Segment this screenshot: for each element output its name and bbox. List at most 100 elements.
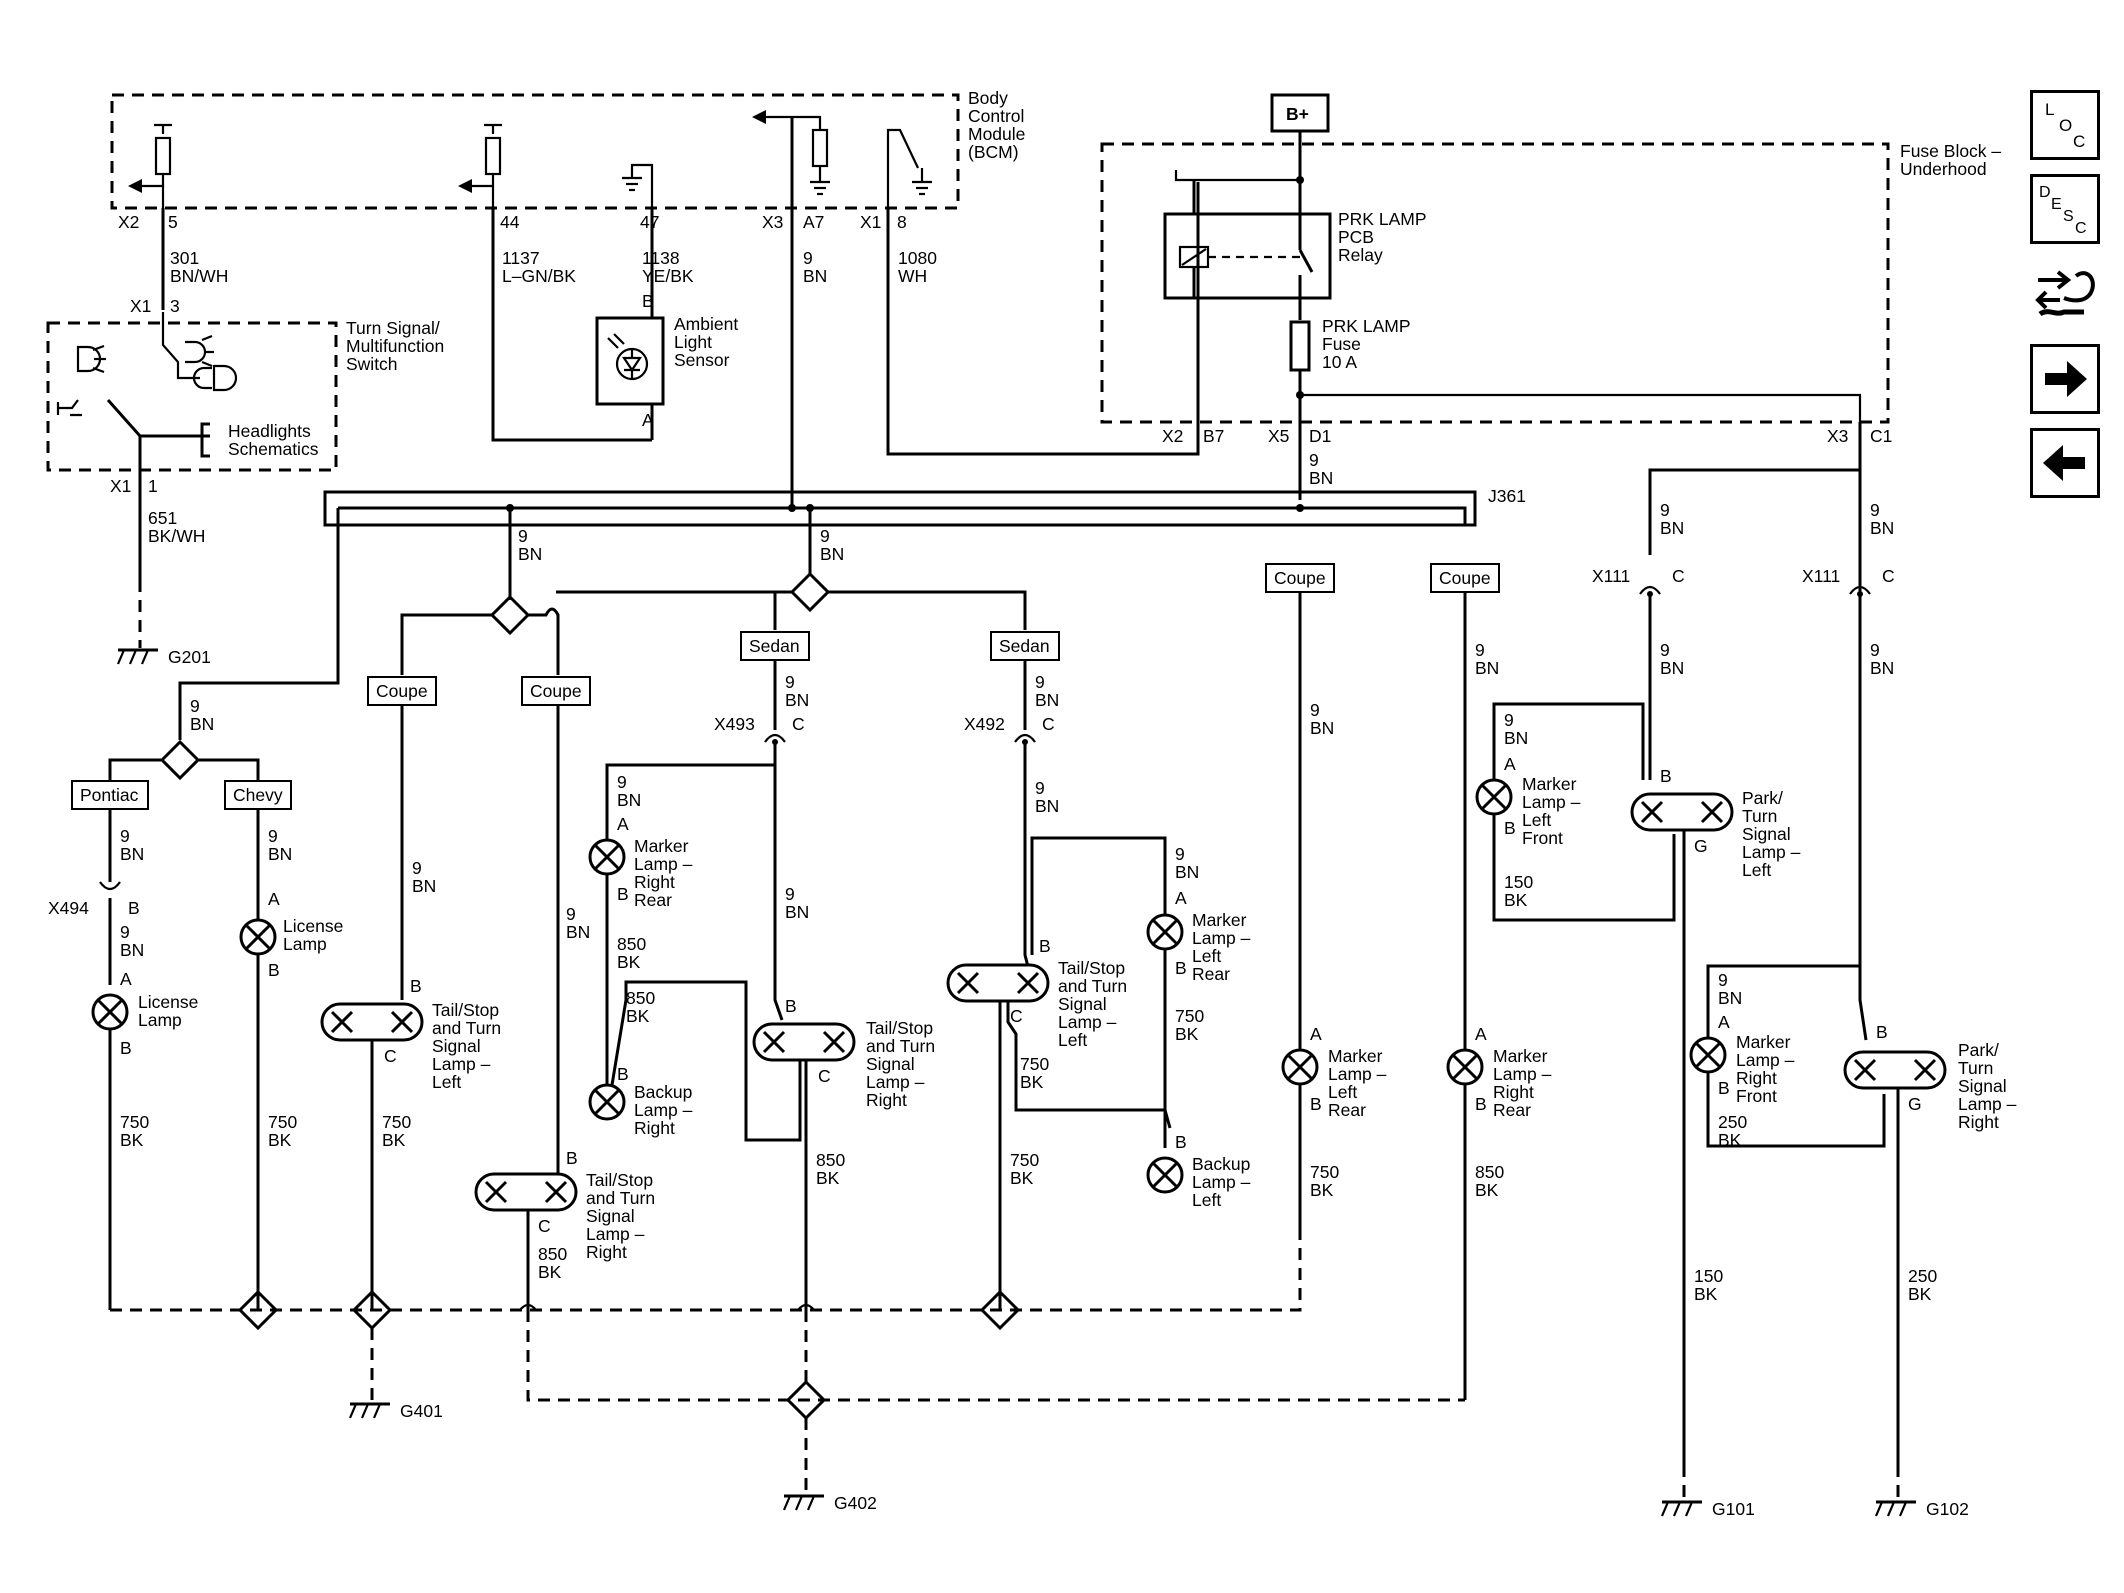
conn-x2: X2 (118, 212, 139, 232)
bcm-driver-5 (128, 123, 172, 208)
svg-text:Coupe: Coupe (1439, 568, 1491, 588)
ground-g402-label: G402 (834, 1493, 877, 1513)
pin-47: 47 (640, 212, 659, 232)
park-left-pin-b: B (1660, 766, 1672, 786)
tail-lamp-right-coupe (474, 1172, 578, 1212)
ground-g402 (782, 1494, 824, 1511)
ground-g101-label: G101 (1712, 1499, 1755, 1519)
svg-text:Coupe: Coupe (1274, 568, 1326, 588)
fuse-conn-x5: X5 (1268, 426, 1289, 446)
svg-text:Pontiac: Pontiac (80, 785, 139, 805)
ambient-light-sensor (595, 316, 665, 406)
dimmer-switch-icon (56, 399, 142, 437)
park-right-pin-b: B (1876, 1022, 1888, 1042)
prk-lamp-relay (1163, 212, 1332, 300)
svg-text:O: O (2059, 116, 2072, 135)
pin-c1: C1 (1870, 426, 1892, 446)
pin-d1: D1 (1309, 426, 1331, 446)
marker-lf-pin-a: A (1504, 754, 1516, 774)
ground-g102-label: G102 (1926, 1499, 1969, 1519)
previous-page-button[interactable] (2030, 428, 2100, 498)
option-coupe-3: Coupe (1265, 563, 1335, 593)
marker-lf-pin-b: B (1504, 818, 1516, 838)
next-arrow-icon (2045, 361, 2087, 397)
x111-left-pin-c: C (1672, 566, 1685, 586)
desc-button[interactable]: D E S C (2030, 174, 2100, 244)
x493-pin-c: C (792, 714, 805, 734)
marker-lamp-left-rear-coupe (1281, 1048, 1319, 1086)
splice-j361-label: J361 (1488, 486, 1526, 506)
ground-g201 (116, 648, 158, 665)
tail-right-sedan-pin-b: B (785, 996, 797, 1016)
loc-button[interactable]: L O C (2030, 90, 2100, 160)
ambient-pin-b: B (642, 291, 654, 311)
component-view-icon (2035, 270, 2095, 317)
license-lamp-chevy (239, 918, 277, 956)
backup-l-pin-b: B (1175, 1132, 1187, 1152)
conn-x1-switch: X1 (130, 296, 151, 316)
headlights-connector (200, 422, 210, 458)
license-left-pin-b: B (120, 1038, 132, 1058)
fuse-block-label: Fuse Block –Underhood (1900, 141, 2001, 179)
tail-lamp-left-coupe (320, 1002, 424, 1042)
coupe-mrr-pin-b: B (1475, 1094, 1487, 1114)
park-turn-lamp-left (1630, 792, 1734, 832)
tail-left-coupe-pin-c: C (384, 1046, 397, 1066)
marker-rf-pin-a: A (1718, 1012, 1730, 1032)
ground-splice-g401a (237, 1289, 279, 1331)
coupe-mlr-pin-a: A (1310, 1024, 1322, 1044)
ambient-pin-a: A (642, 410, 654, 430)
option-coupe-1: Coupe (367, 676, 437, 706)
marker-lamp-left-front (1475, 778, 1513, 816)
component-view-button[interactable] (2030, 258, 2100, 328)
marker-lamp-right-rear-coupe (1446, 1048, 1484, 1086)
bcm-boundary (110, 93, 960, 210)
coupe-mlr-pin-b: B (1310, 1094, 1322, 1114)
conn-x1-651: X1 (110, 476, 131, 496)
fuse-conn-x3: X3 (1827, 426, 1848, 446)
park-right-pin-g: G (1908, 1094, 1922, 1114)
x492-pin-c: C (1042, 714, 1055, 734)
tail-lamp-left-sedan (946, 963, 1050, 1003)
svg-text:S: S (2063, 208, 2074, 225)
splice-pack-j361 (323, 490, 1477, 527)
marker-lamp-left-rear (1146, 913, 1184, 951)
pin-1: 1 (148, 476, 158, 496)
pin-8: 8 (897, 212, 907, 232)
option-splice-license (159, 739, 201, 781)
backup-lamp-right (588, 1083, 626, 1121)
license-left-pin-a: A (120, 969, 132, 989)
marker-rr-pin-b: B (617, 884, 629, 904)
next-page-button[interactable] (2030, 344, 2100, 414)
